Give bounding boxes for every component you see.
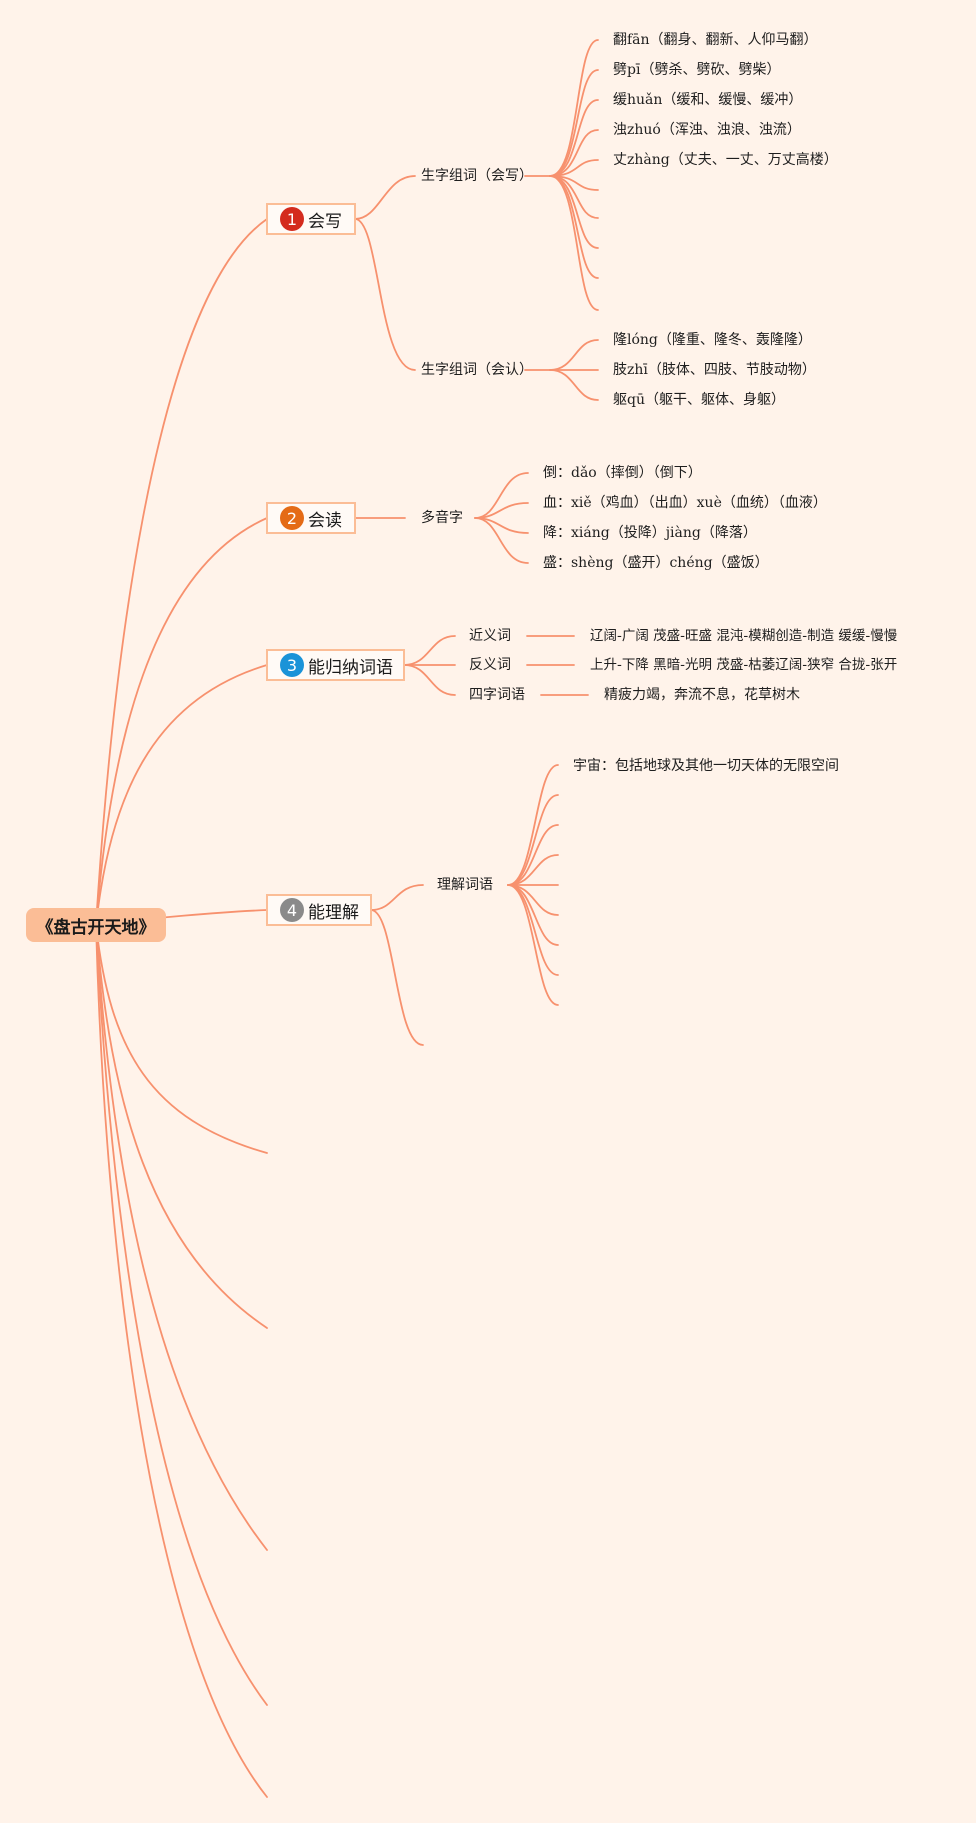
leaf-write-3[interactable]: 缓huǎn（缓和、缓慢、缓冲） bbox=[613, 92, 803, 108]
leaf-polyphonic-2[interactable]: 血：xiě（鸡血）（出血）xuè（血统）（血液） bbox=[543, 495, 827, 511]
section-understand-label: 能理解 bbox=[308, 902, 359, 923]
number-badge-2: 2 bbox=[280, 506, 304, 530]
node-idiom[interactable]: 四字词语 bbox=[469, 687, 525, 703]
section-write[interactable]: 1 会写 bbox=[266, 203, 356, 235]
section-understand[interactable]: 4 能理解 bbox=[266, 894, 372, 926]
leaf-recognize-2[interactable]: 肢zhī（肢体、四肢、节肢动物） bbox=[613, 362, 816, 378]
node-polyphonic[interactable]: 多音字 bbox=[421, 510, 463, 526]
section-read[interactable]: 2 会读 bbox=[266, 502, 356, 534]
leaf-idiom[interactable]: 精疲力竭，奔流不息，花草树木 bbox=[604, 687, 800, 703]
node-antonym[interactable]: 反义词 bbox=[469, 657, 511, 673]
leaf-polyphonic-4[interactable]: 盛：shèng（盛开）chéng（盛饭） bbox=[543, 555, 769, 571]
leaf-polyphonic-1[interactable]: 倒：dǎo（摔倒）（倒下） bbox=[543, 465, 702, 481]
leaf-write-2[interactable]: 劈pī（劈杀、劈砍、劈柴） bbox=[613, 62, 781, 78]
leaf-write-4[interactable]: 浊zhuó（浑浊、浊浪、浊流） bbox=[613, 122, 801, 138]
leaf-antonym[interactable]: 上升-下降 黑暗-光明 茂盛-枯萎辽阔-狭窄 合拢-张开 bbox=[590, 657, 898, 673]
root-node[interactable]: 《盘古开天地》 bbox=[26, 908, 166, 942]
leaf-recognize-1[interactable]: 隆lóng（隆重、隆冬、轰隆隆） bbox=[613, 332, 812, 348]
leaf-understand-1[interactable]: 宇宙：包括地球及其他一切天体的无限空间 bbox=[573, 758, 839, 774]
section-summarize-label: 能归纳词语 bbox=[308, 657, 393, 678]
node-understand-words[interactable]: 理解词语 bbox=[437, 877, 493, 893]
leaf-polyphonic-3[interactable]: 降：xiáng（投降）jiàng（降落） bbox=[543, 525, 757, 541]
node-recognize-words[interactable]: 生字组词（会认） bbox=[421, 362, 533, 378]
section-read-label: 会读 bbox=[308, 510, 342, 531]
node-synonym[interactable]: 近义词 bbox=[469, 628, 511, 644]
number-badge-4: 4 bbox=[280, 898, 304, 922]
section-summarize[interactable]: 3 能归纳词语 bbox=[266, 649, 405, 681]
node-write-words[interactable]: 生字组词（会写） bbox=[421, 168, 533, 184]
leaf-write-5[interactable]: 丈zhàng（丈夫、一丈、万丈高楼） bbox=[613, 152, 838, 168]
number-badge-1: 1 bbox=[280, 207, 304, 231]
leaf-write-1[interactable]: 翻fān（翻身、翻新、人仰马翻） bbox=[613, 32, 818, 48]
number-badge-3: 3 bbox=[280, 653, 304, 677]
section-write-label: 会写 bbox=[308, 211, 342, 232]
leaf-synonym[interactable]: 辽阔-广阔 茂盛-旺盛 混沌-模糊创造-制造 缓缓-慢慢 bbox=[590, 628, 898, 644]
leaf-recognize-3[interactable]: 躯qū（躯干、躯体、身躯） bbox=[613, 392, 785, 408]
